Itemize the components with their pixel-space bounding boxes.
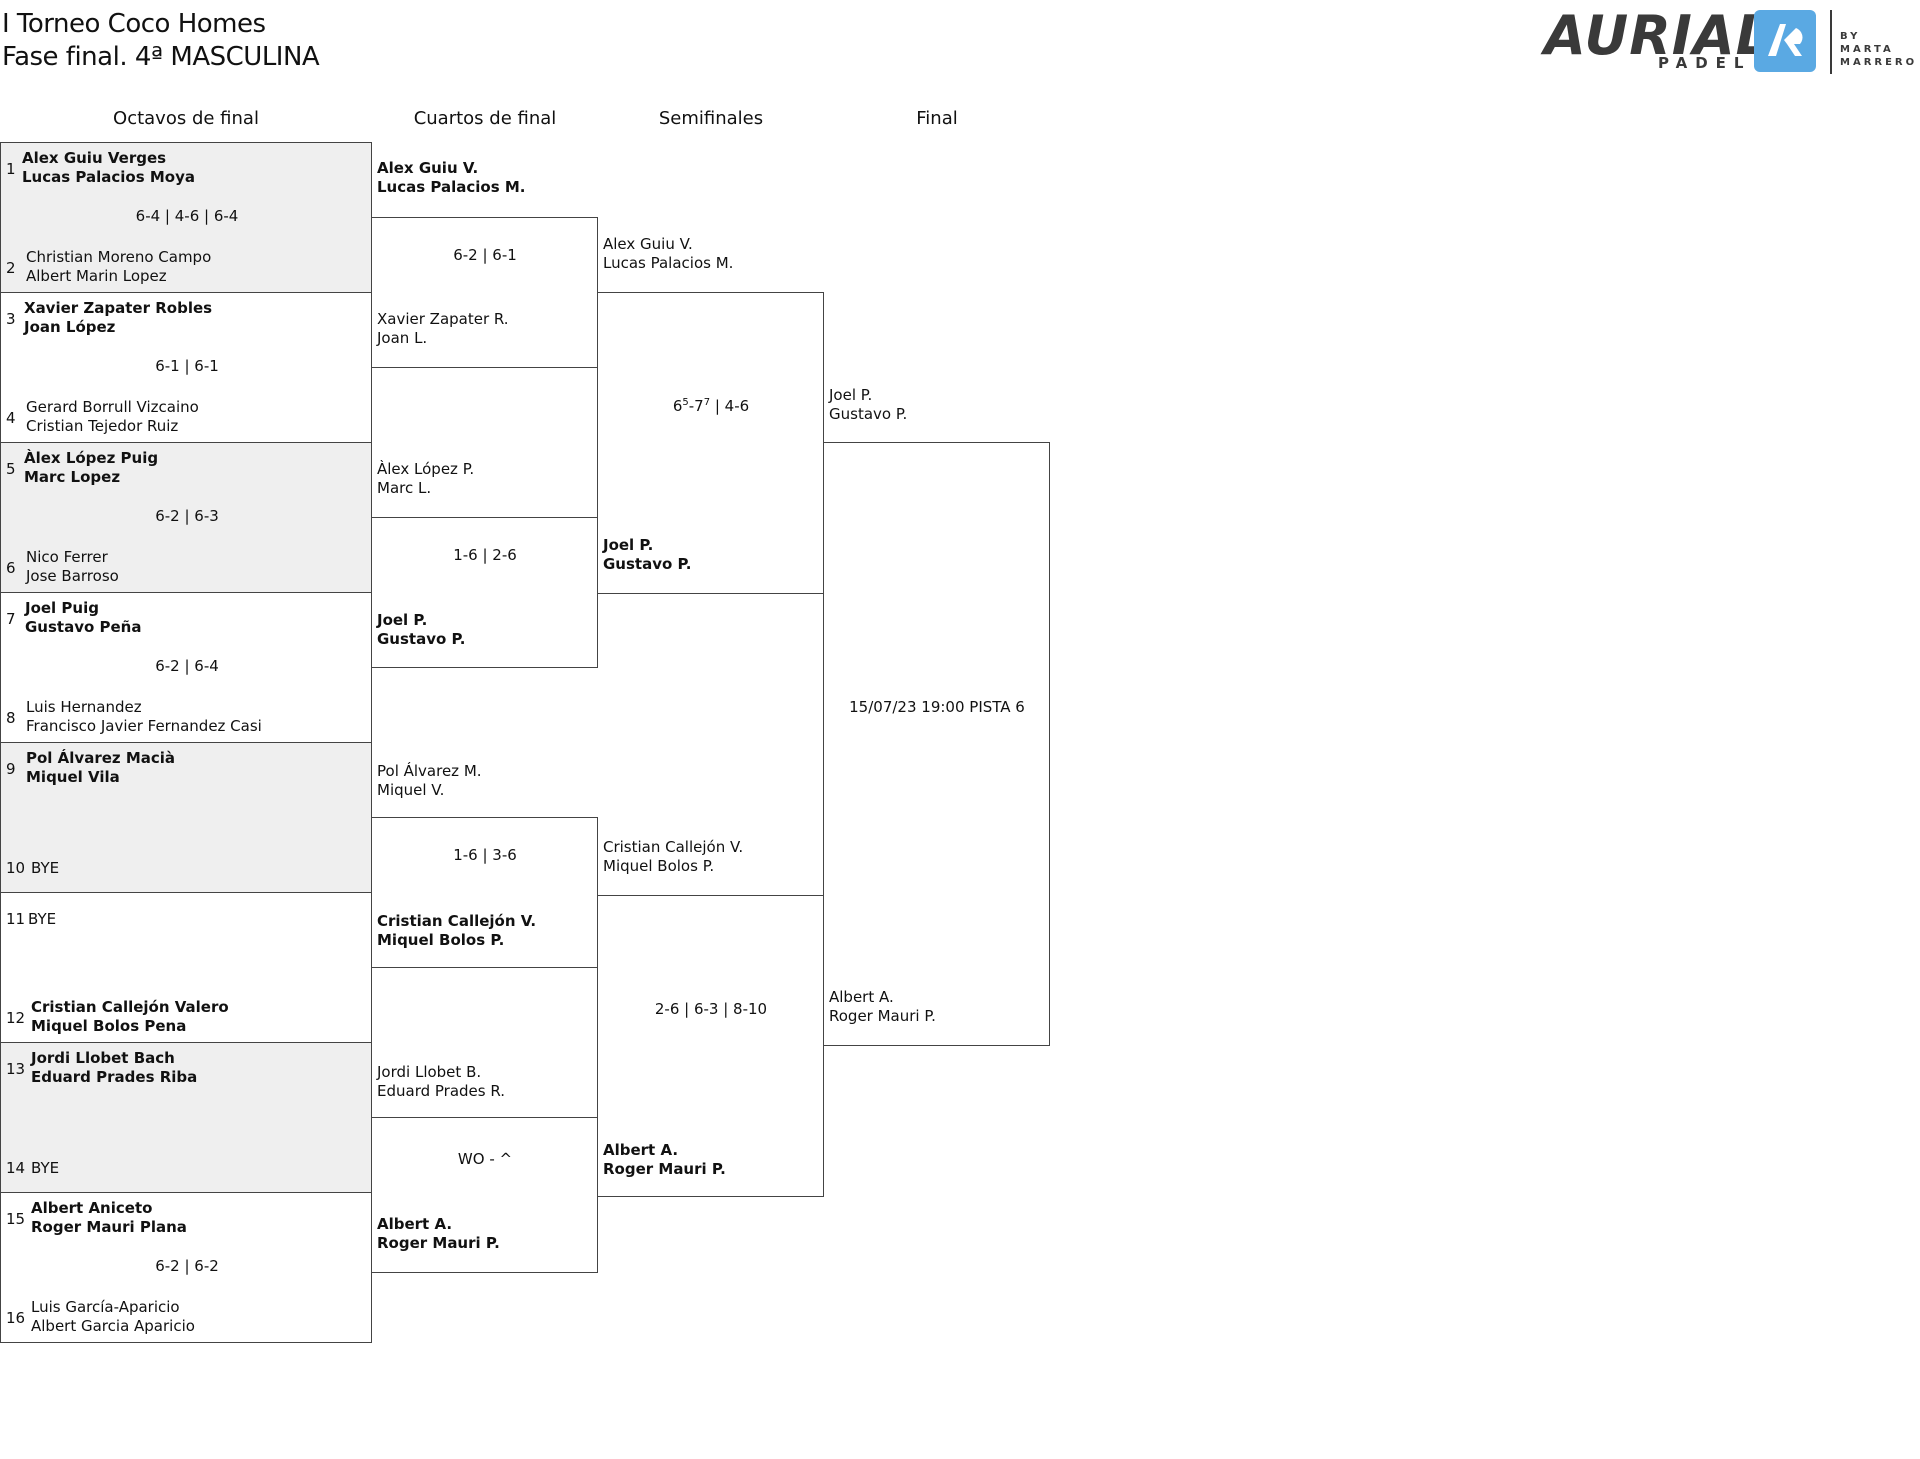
sf-match-2: 2-6 | 6-3 | 8-10	[597, 895, 824, 1197]
sf-team-b: Albert A.Roger Mauri P.	[603, 1141, 726, 1178]
round-header-qf: Cuartos de final	[413, 108, 557, 129]
phase-title: Fase final. 4ª MASCULINA	[2, 42, 320, 72]
seed-number: 1	[6, 160, 16, 178]
r16-team-b: BYE	[31, 1159, 60, 1177]
seed-number: 11	[6, 910, 26, 928]
r16-score: 6-4 | 4-6 | 6-4	[135, 207, 239, 225]
final-match: 15/07/23 19:00 PISTA 6	[823, 442, 1050, 1046]
qf-team-a: Jordi Llobet B.Eduard Prades R.	[377, 1063, 506, 1100]
final-team-b: Albert A.Roger Mauri P.	[829, 988, 936, 1025]
r16-score: 6-1 | 6-1	[155, 357, 219, 375]
sf-score: 65-77 | 4-6	[672, 397, 750, 415]
qf-team-a: Pol Álvarez M.Miquel V.	[377, 762, 482, 799]
tournament-title: I Torneo Coco Homes	[2, 9, 266, 39]
r16-team-b: BYE	[31, 859, 60, 877]
r16-score: 6-2 | 6-3	[155, 507, 219, 525]
seed-number: 12	[6, 1009, 26, 1027]
sf-team-a: Alex Guiu V.Lucas Palacios M.	[603, 235, 734, 272]
qf-team-b: Cristian Callejón V.Miquel Bolos P.	[377, 912, 537, 949]
seed-number: 15	[6, 1210, 26, 1228]
qf-score: 1-6 | 3-6	[453, 846, 517, 864]
final-team-a: Joel P.Gustavo P.	[829, 386, 908, 423]
r16-score: 6-2 | 6-2	[155, 1257, 219, 1275]
logo-subtitle: PADEL	[1658, 54, 1752, 72]
qf-team-b: Joel P.Gustavo P.	[377, 611, 466, 648]
seed-number: 3	[6, 310, 16, 328]
qf-team-a: Àlex López P.Marc L.	[377, 460, 475, 497]
aurial-padel-logo: AURIAL PADEL BY MARTA MARRERO	[1540, 4, 1920, 78]
seed-number: 10	[6, 859, 26, 877]
r16-score: 6-2 | 6-4	[155, 657, 219, 675]
qf-score: WO - ^	[457, 1150, 513, 1168]
seed-number: 14	[6, 1159, 26, 1177]
logo-wordmark: AURIAL	[1544, 4, 1772, 67]
final-info: 15/07/23 19:00 PISTA 6	[849, 698, 1025, 716]
qf-score: 6-2 | 6-1	[453, 246, 517, 264]
seed-number: 8	[6, 709, 16, 727]
round-header-final: Final	[916, 108, 958, 129]
qf-team-b: Xavier Zapater R.Joan L.	[377, 310, 509, 347]
seed-number: 13	[6, 1060, 26, 1078]
seed-number: 2	[6, 259, 16, 277]
qf-team-b: Albert A.Roger Mauri P.	[377, 1215, 500, 1252]
seed-number: 6	[6, 559, 16, 577]
logo-by-text: BY MARTA MARRERO	[1840, 31, 1918, 68]
sf-team-a: Cristian Callejón V.Miquel Bolos P.	[603, 838, 744, 875]
qf-match-3: 1-6 | 3-6	[371, 817, 598, 968]
r16-team-a: BYE	[28, 910, 57, 928]
seed-number: 9	[6, 760, 16, 778]
round-header-sf: Semifinales	[658, 108, 764, 129]
sf-score: 2-6 | 6-3 | 8-10	[654, 1000, 768, 1018]
logo-mark-icon	[1754, 10, 1816, 72]
qf-score: 1-6 | 2-6	[453, 546, 517, 564]
qf-team-a: Alex Guiu V.Lucas Palacios M.	[377, 159, 526, 196]
round-header-r16: Octavos de final	[113, 108, 259, 129]
seed-number: 4	[6, 409, 16, 427]
seed-number: 5	[6, 460, 16, 478]
sf-team-b: Joel P.Gustavo P.	[603, 536, 692, 573]
seed-number: 16	[6, 1309, 26, 1327]
seed-number: 7	[6, 610, 16, 628]
logo-divider	[1830, 10, 1832, 74]
